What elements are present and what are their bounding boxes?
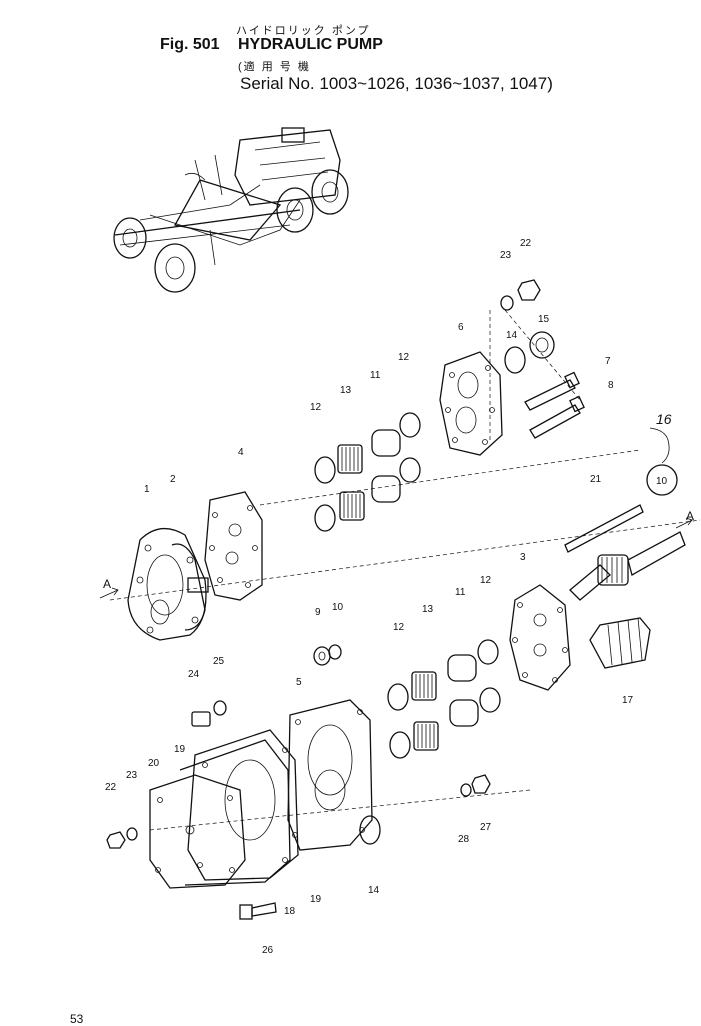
cover-plate-part-20 <box>149 774 246 889</box>
flange-part-6 <box>439 351 503 456</box>
callout-23-lower: 23 <box>126 770 138 781</box>
pump-body-part-5 <box>287 699 373 851</box>
seal-part-14-upper <box>504 346 526 374</box>
figure-number: Fig. 501 <box>160 36 220 53</box>
callout-8: 8 <box>608 380 614 391</box>
callout-2: 2 <box>170 474 176 485</box>
bolt-part-8 <box>529 395 585 439</box>
nut-part-22-upper <box>517 279 541 301</box>
callout-1: 1 <box>144 484 150 495</box>
callout-28: 28 <box>458 834 470 845</box>
drive-gear-shaft-part-10 <box>569 531 686 601</box>
plate-part-4 <box>204 491 263 601</box>
bushing-part-9 <box>313 646 331 666</box>
upper-bearing-set <box>314 412 421 532</box>
washer-part-23-upper <box>500 295 514 311</box>
part-16-callout: 10 <box>646 427 678 496</box>
driven-gear-part-17 <box>589 617 651 669</box>
gasket-part-2 <box>171 543 209 631</box>
serial-number-range: Serial No. 1003~1026, 1036~1037, 1047) <box>240 74 553 93</box>
svg-text:A: A <box>103 577 111 591</box>
gasket-part-19 <box>179 739 291 886</box>
callout-15: 15 <box>538 314 550 325</box>
japanese-applicable-label: (適 用 号 機 <box>238 61 311 73</box>
callout-20: 20 <box>148 758 160 769</box>
callout-22-lower: 22 <box>105 782 117 793</box>
callout-12-upper-b: 12 <box>310 402 322 413</box>
stud-part-21 <box>564 504 644 553</box>
seal-part-15 <box>529 331 555 359</box>
callout-12-lower-a: 12 <box>480 575 492 586</box>
bolt-part-26 <box>239 902 277 920</box>
motor-grader-illustration <box>113 127 349 293</box>
callout-4: 4 <box>238 447 244 458</box>
callout-27: 27 <box>480 822 492 833</box>
handwritten-part-note: 16 <box>656 411 672 427</box>
svg-text:16: 16 <box>656 411 672 427</box>
callout-22-upper: 22 <box>520 238 532 249</box>
callout-18: 18 <box>284 906 296 917</box>
japanese-title: ハイドロリック ポンプ <box>236 25 371 37</box>
callout-19-left: 19 <box>174 744 186 755</box>
housing-part-18 <box>187 729 299 881</box>
bolt-part-7 <box>524 371 580 411</box>
callout-17: 17 <box>622 695 634 706</box>
callout-12-lower-b: 12 <box>393 622 405 633</box>
washer-part-28 <box>460 783 472 797</box>
callout-5: 5 <box>296 677 302 688</box>
rear-plate-part-3 <box>509 584 571 691</box>
callout-23-upper: 23 <box>500 250 512 261</box>
bushing-part-10 <box>328 644 342 660</box>
callout-13-lower: 13 <box>422 604 434 615</box>
callout-21: 21 <box>590 474 602 485</box>
callout-11-upper: 11 <box>370 370 381 381</box>
callout-9: 9 <box>315 607 321 618</box>
page-number: 53 <box>70 1012 84 1026</box>
page-title: HYDRAULIC PUMP <box>238 36 383 53</box>
part-callouts: 1 2 3 4 5 6 7 8 9 10 11 11 12 12 12 12 1… <box>105 238 634 956</box>
callout-14-lower: 14 <box>368 885 380 896</box>
callout-10: 10 <box>332 602 344 613</box>
callout-13-upper: 13 <box>340 385 352 396</box>
nut-part-27 <box>471 774 491 794</box>
svg-text:10: 10 <box>656 476 668 487</box>
callout-24: 24 <box>188 669 200 680</box>
callout-6: 6 <box>458 322 464 333</box>
callout-11-lower: 11 <box>455 587 466 598</box>
washer-part-25 <box>213 700 227 716</box>
callout-3: 3 <box>520 552 526 563</box>
callout-7: 7 <box>605 356 611 367</box>
plug-part-24 <box>191 711 211 727</box>
section-marker-left: A <box>99 577 119 599</box>
callout-26: 26 <box>262 945 274 956</box>
washer-part-23-lower <box>126 827 138 841</box>
callout-19-right: 19 <box>310 894 322 905</box>
callout-14-upper: 14 <box>506 330 518 341</box>
svg-text:A: A <box>686 509 694 523</box>
nut-part-22-lower <box>106 831 126 849</box>
callout-12-upper-a: 12 <box>398 352 410 363</box>
seal-part-14-lower <box>359 815 381 845</box>
front-cover-part-1 <box>127 528 207 641</box>
section-marker-right: A <box>675 509 694 529</box>
lower-bearing-set <box>387 639 501 759</box>
callout-25: 25 <box>213 656 225 667</box>
